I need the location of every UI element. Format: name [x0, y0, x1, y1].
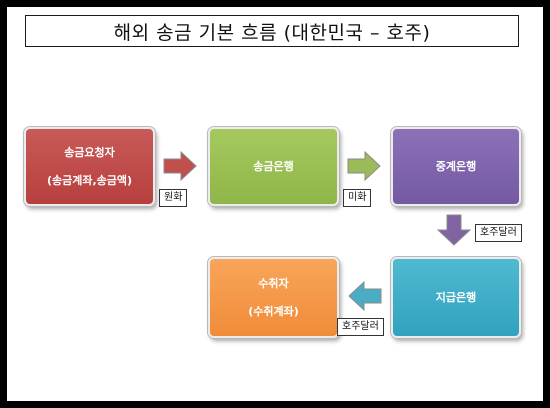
diagram-title: 해외 송금 기본 흐름 (대한민국 – 호주) [25, 15, 519, 47]
node-intermediary-bank: 중계은행 [391, 127, 521, 206]
node-sender-label: 송금요청자 [64, 146, 115, 160]
edge-label-aud-down: 호주달러 [475, 224, 522, 242]
node-paying-bank-label: 지급은행 [435, 290, 477, 304]
node-remit-bank-label: 송금은행 [253, 159, 294, 173]
edge-label-krw: 원화 [159, 189, 188, 207]
edge-label-aud-left: 호주달러 [337, 318, 384, 336]
node-intermediary-bank-label: 중계은행 [435, 159, 477, 173]
node-paying-bank: 지급은행 [391, 257, 521, 338]
node-recipient-label: 수취자 [258, 277, 289, 291]
arrow-down-icon [437, 214, 471, 246]
node-recipient: 수취자 (수취계좌) [208, 257, 339, 338]
slide-canvas: 해외 송금 기본 흐름 (대한민국 – 호주) 송금요청자 (송금계좌,송금액)… [7, 7, 543, 401]
edge-label-usd: 미화 [343, 189, 372, 207]
node-sender: 송금요청자 (송금계좌,송금액) [24, 127, 155, 206]
node-remit-bank: 송금은행 [208, 127, 339, 206]
arrow-right-icon [163, 151, 197, 181]
arrow-left-icon [348, 281, 382, 311]
node-sender-sublabel: (송금계좌,송금액) [46, 173, 133, 187]
node-recipient-sublabel: (수취계좌) [248, 304, 299, 318]
arrow-right-icon [347, 151, 381, 181]
